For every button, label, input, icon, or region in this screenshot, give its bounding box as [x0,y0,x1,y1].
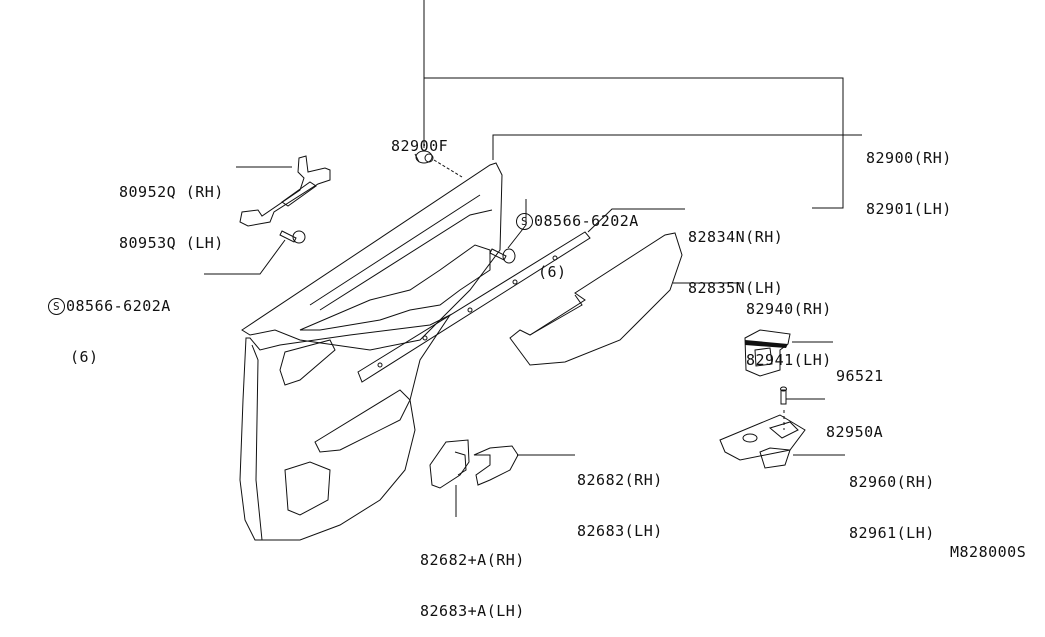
standard-part-s-icon: S [516,213,533,230]
screw-small-part [780,386,787,430]
handle-part [473,445,519,486]
door-finisher-part [239,162,503,541]
leader-strip [587,208,685,233]
part-number-rh: 82900(RH) [866,149,952,167]
label-switch: 96521 [836,334,884,402]
leader-door-finisher [492,134,862,160]
part-number-lh: 82941(LH) [746,351,832,369]
label-clip: 82900F [391,104,448,172]
part-number-rh: 82682(RH) [577,471,663,489]
clip-part [414,150,434,164]
label-armrest: 82940(RH) 82941(LH) [746,267,832,386]
part-number-rh: 82834N(RH) [688,228,784,246]
label-handle-escutcheon: 82682+A(RH) 82683+A(LH) [420,518,525,637]
label-handle: 82682(RH) 82683(LH) [577,438,663,557]
part-number: 08566-6202A [534,212,639,230]
quantity: (6) [70,348,99,366]
part-number-rh: 80952Q (RH) [119,183,224,201]
part-number-lh: 82683(LH) [577,522,663,540]
label-screw-small: 82950A [826,390,883,458]
standard-part-s-icon: S [48,298,65,315]
part-number-lh: 82961(LH) [849,524,935,542]
bracket-part [239,155,331,227]
part-number-lh: 82835N(LH) [688,279,784,297]
switch-part [744,329,791,377]
label-bracket: 80952Q (RH) 80953Q (LH) [119,150,224,269]
leader-lines [204,0,862,517]
part-number-rh: 82682+A(RH) [420,551,525,569]
screw-right-part [489,248,516,264]
part-number: 82950A [826,423,884,441]
part-number-rh: 82960(RH) [849,473,935,491]
strip-part [357,231,591,383]
diagram-code: M828000S [950,543,1027,561]
part-number: 08566-6202A [66,297,171,315]
part-number: 82900F [391,137,449,155]
part-number-rh: 82940(RH) [746,300,832,318]
screw-left-part [279,230,306,244]
label-door-finisher: 82900(RH) 82901(LH) [866,116,952,235]
leader-clip-dash [433,159,463,178]
part-number: 96521 [836,367,884,385]
armrest-part [509,232,683,366]
parts-diagram [204,0,862,541]
label-strip: 82834N(RH) 82835N(LH) [688,195,783,314]
label-switch-bezel: 82960(RH) 82961(LH) [849,440,935,559]
leader-screw-left [204,239,286,275]
escutcheon-part [429,439,470,489]
part-number-lh: 82683+A(LH) [420,602,525,620]
part-number-lh: 80953Q (LH) [119,234,224,252]
part-number-lh: 82901(LH) [866,200,952,218]
quantity: (6) [538,263,567,281]
switch-bezel-part [719,414,806,469]
